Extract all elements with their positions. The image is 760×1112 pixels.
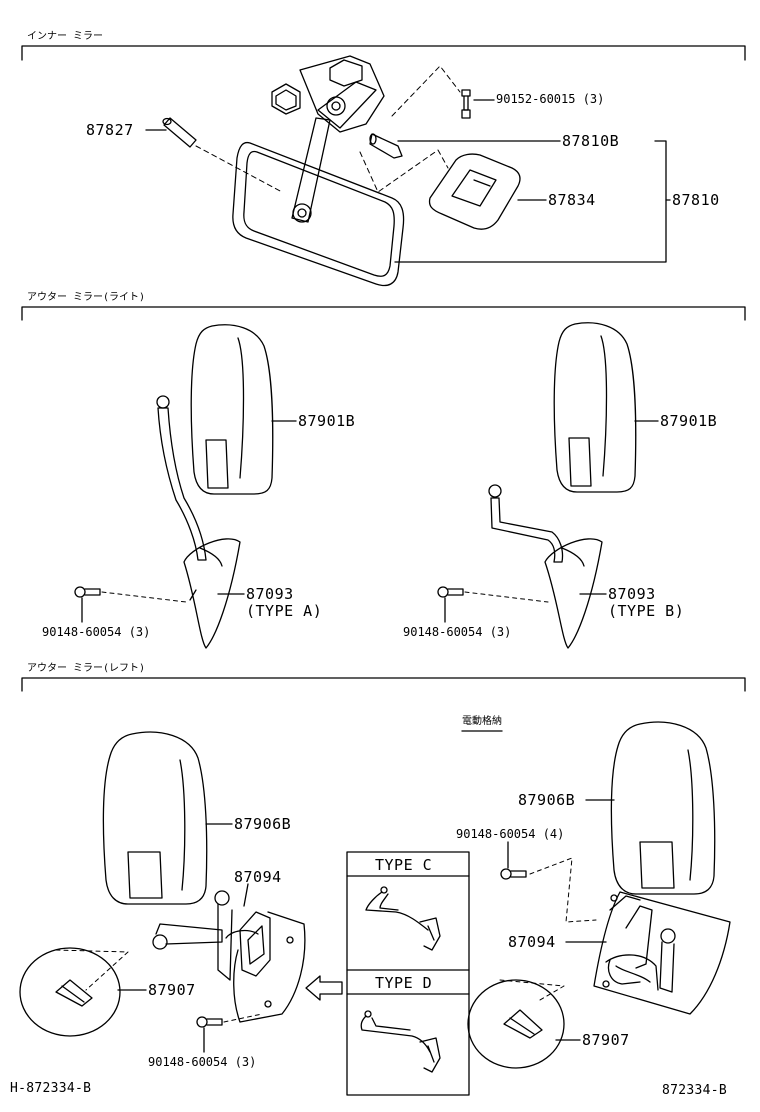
- outer-left-screw: [196, 1016, 223, 1028]
- type-cd-box: [346, 851, 470, 1096]
- outer-right-b-mirror: [553, 322, 637, 493]
- outer-right-a-dashed: [101, 591, 187, 603]
- type-c-stay: [365, 886, 441, 951]
- part-number-90152-60015: 90152-60015 (3): [496, 92, 605, 106]
- outer-right-a-stay: [156, 395, 241, 649]
- inner-mirror-cover-87834: [428, 153, 521, 230]
- part-number-87901B-type-b: 87901B: [660, 412, 718, 430]
- diagram-code-right: 872334-B: [662, 1083, 728, 1098]
- section-title-inner-mirror: インナー ミラー: [27, 31, 104, 42]
- section-title-outer-mirror-right: アウター ミラー(ライト): [27, 292, 146, 303]
- section-title-outer-mirror-left: アウター ミラー(レフト): [27, 663, 146, 674]
- part-number-87094-left: 87094: [234, 868, 282, 886]
- section-frame-outer-left: [21, 677, 746, 692]
- inner-mirror-bulb-87810B: [369, 133, 403, 159]
- part-number-87827: 87827: [86, 121, 134, 139]
- arrow-left-icon: [305, 975, 343, 1001]
- outer-left-stay-87094: [152, 890, 306, 1023]
- outer-left-fold-base-87094: [593, 891, 731, 1015]
- outer-right-a-mirror: [190, 324, 274, 495]
- outer-right-b-leaders: [444, 420, 659, 623]
- part-number-87093-type-a: 87093: [246, 585, 294, 603]
- part-number-87901B-type-a: 87901B: [298, 412, 356, 430]
- diagram-code-left: H-872334-B: [10, 1081, 92, 1096]
- type-c-label: TYPE C: [375, 856, 433, 874]
- outer-right-b-stay: [488, 484, 603, 649]
- inner-mirror-screw-90152: [461, 89, 471, 119]
- inner-mirror-pin-87827: [162, 117, 197, 148]
- outer-left-fold-leaders: [507, 799, 615, 1041]
- inner-mirror-stay: [271, 55, 385, 223]
- type-b-label: (TYPE B): [608, 602, 685, 620]
- section-frame-outer-right: [21, 306, 746, 321]
- part-number-87810: 87810: [672, 191, 720, 209]
- outer-left-fold-cover-87907: [467, 979, 565, 1069]
- outer-right-b-dashed: [464, 591, 549, 603]
- outer-left-fold-dashed: [499, 857, 597, 1001]
- outer-left-dashed: [55, 949, 263, 1023]
- part-number-87094-fold: 87094: [508, 933, 556, 951]
- part-number-87907-fold: 87907: [582, 1031, 630, 1049]
- part-number-87906B-fold: 87906B: [518, 791, 576, 809]
- outer-right-a-leaders: [81, 420, 297, 623]
- part-number-87906B-left: 87906B: [234, 815, 292, 833]
- part-number-87834: 87834: [548, 191, 596, 209]
- outer-right-a-screw: [74, 586, 101, 598]
- outer-left-mirror-87906B: [102, 731, 208, 905]
- part-number-90148-type-b: 90148-60054 (3): [403, 625, 512, 639]
- part-number-87093-type-b: 87093: [608, 585, 656, 603]
- inner-mirror-body: [232, 141, 405, 287]
- outer-left-leaders: [117, 823, 249, 1053]
- part-number-90148-fold: 90148-60054 (4): [456, 827, 565, 841]
- section-frame-inner: [21, 45, 746, 61]
- outer-right-b-screw: [437, 586, 464, 598]
- outer-left-fold-screw: [500, 868, 527, 880]
- inner-leader-lines: [145, 99, 671, 263]
- type-d-label: TYPE D: [375, 974, 433, 992]
- part-number-90148-type-a: 90148-60054 (3): [42, 625, 151, 639]
- part-number-87810B: 87810B: [562, 132, 620, 150]
- section-title-electric-fold: 電動格納: [462, 716, 502, 727]
- outer-left-fold-mirror-87906B: [610, 721, 716, 895]
- type-a-label: (TYPE A): [246, 602, 323, 620]
- part-number-90148-left: 90148-60054 (3): [148, 1055, 257, 1069]
- type-d-stay: [360, 1010, 441, 1073]
- outer-left-cover-87907: [19, 947, 121, 1037]
- part-number-87907-left: 87907: [148, 981, 196, 999]
- inner-dashed-lines: [195, 65, 461, 193]
